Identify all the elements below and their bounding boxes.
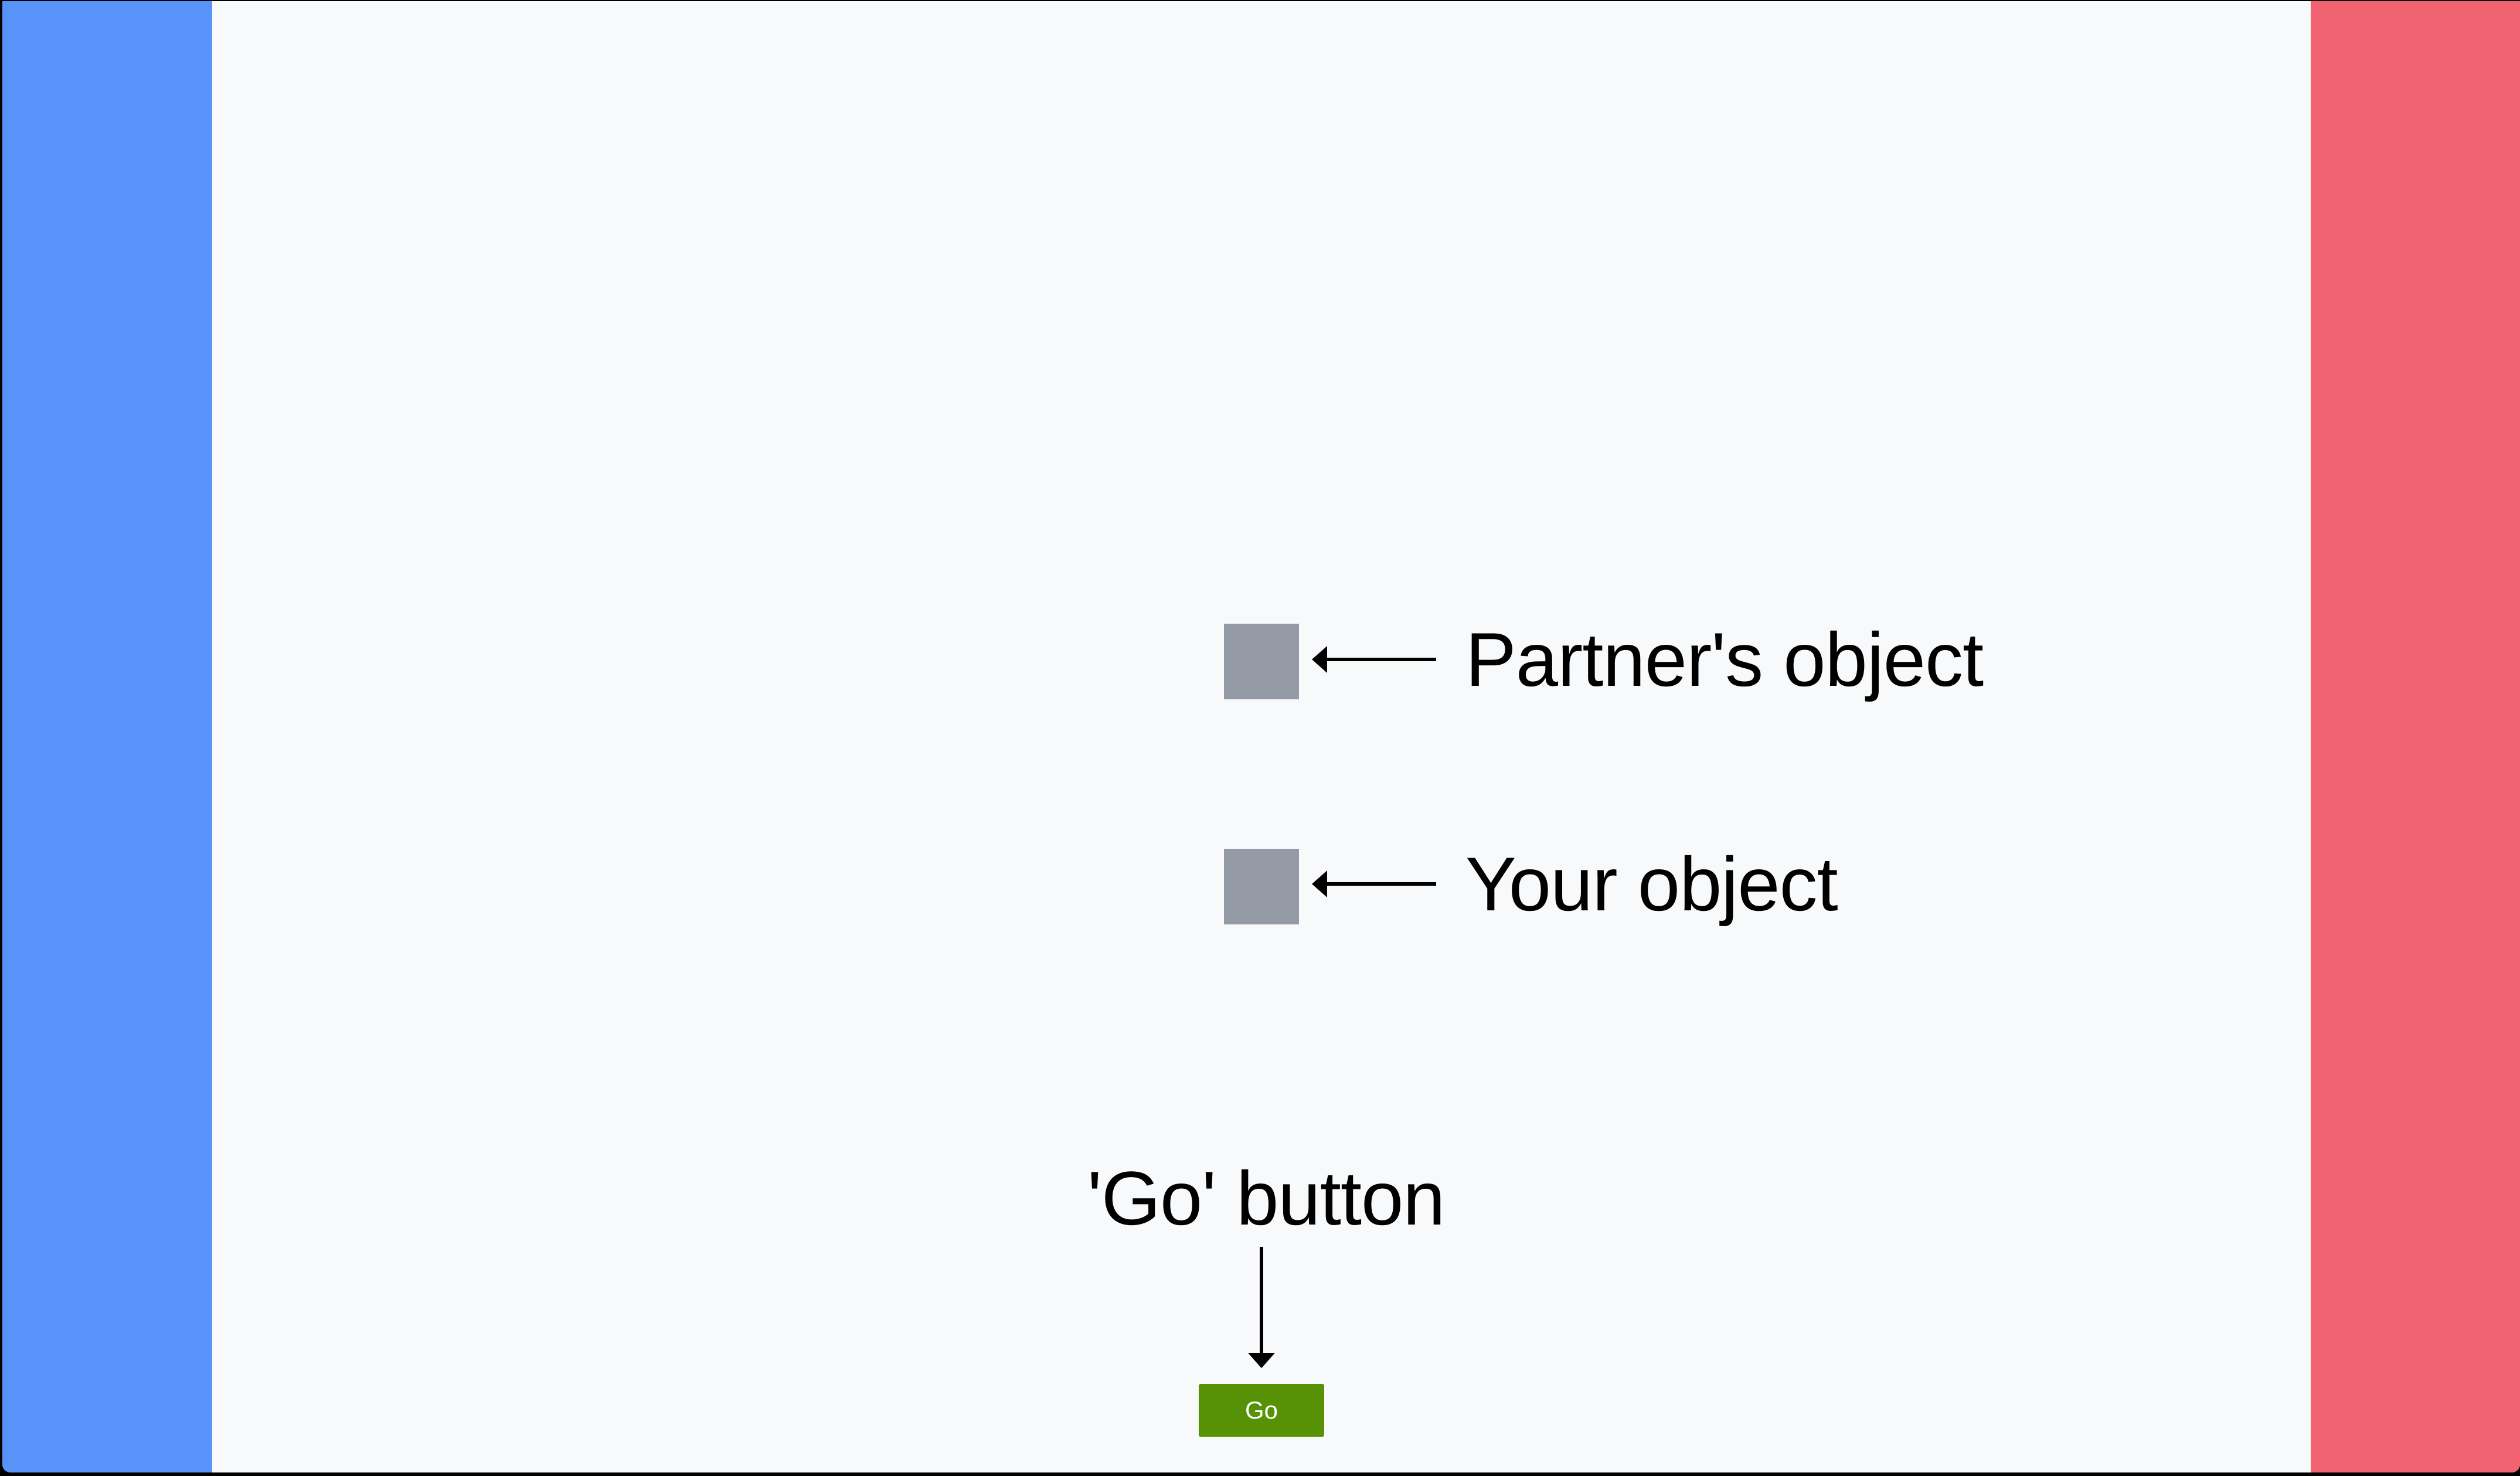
go-button[interactable]: Go bbox=[1199, 1384, 1324, 1437]
your-object-square[interactable] bbox=[1224, 849, 1299, 924]
go-arrow-line bbox=[1260, 1247, 1263, 1354]
partner-object-label: Partner's object bbox=[1465, 617, 1984, 702]
your-arrow-head-icon bbox=[1312, 870, 1327, 897]
partner-object-square[interactable] bbox=[1224, 624, 1299, 699]
left-blue-zone bbox=[2, 1, 212, 1472]
right-pink-zone bbox=[2311, 1, 2520, 1472]
go-button-annotation-label: 'Go' button bbox=[1087, 1155, 1446, 1241]
your-object-label: Your object bbox=[1465, 841, 1838, 927]
partner-arrow-head-icon bbox=[1312, 646, 1327, 673]
your-arrow-line bbox=[1327, 882, 1436, 886]
partner-arrow-line bbox=[1327, 658, 1436, 661]
go-arrow-head-icon bbox=[1248, 1353, 1275, 1368]
